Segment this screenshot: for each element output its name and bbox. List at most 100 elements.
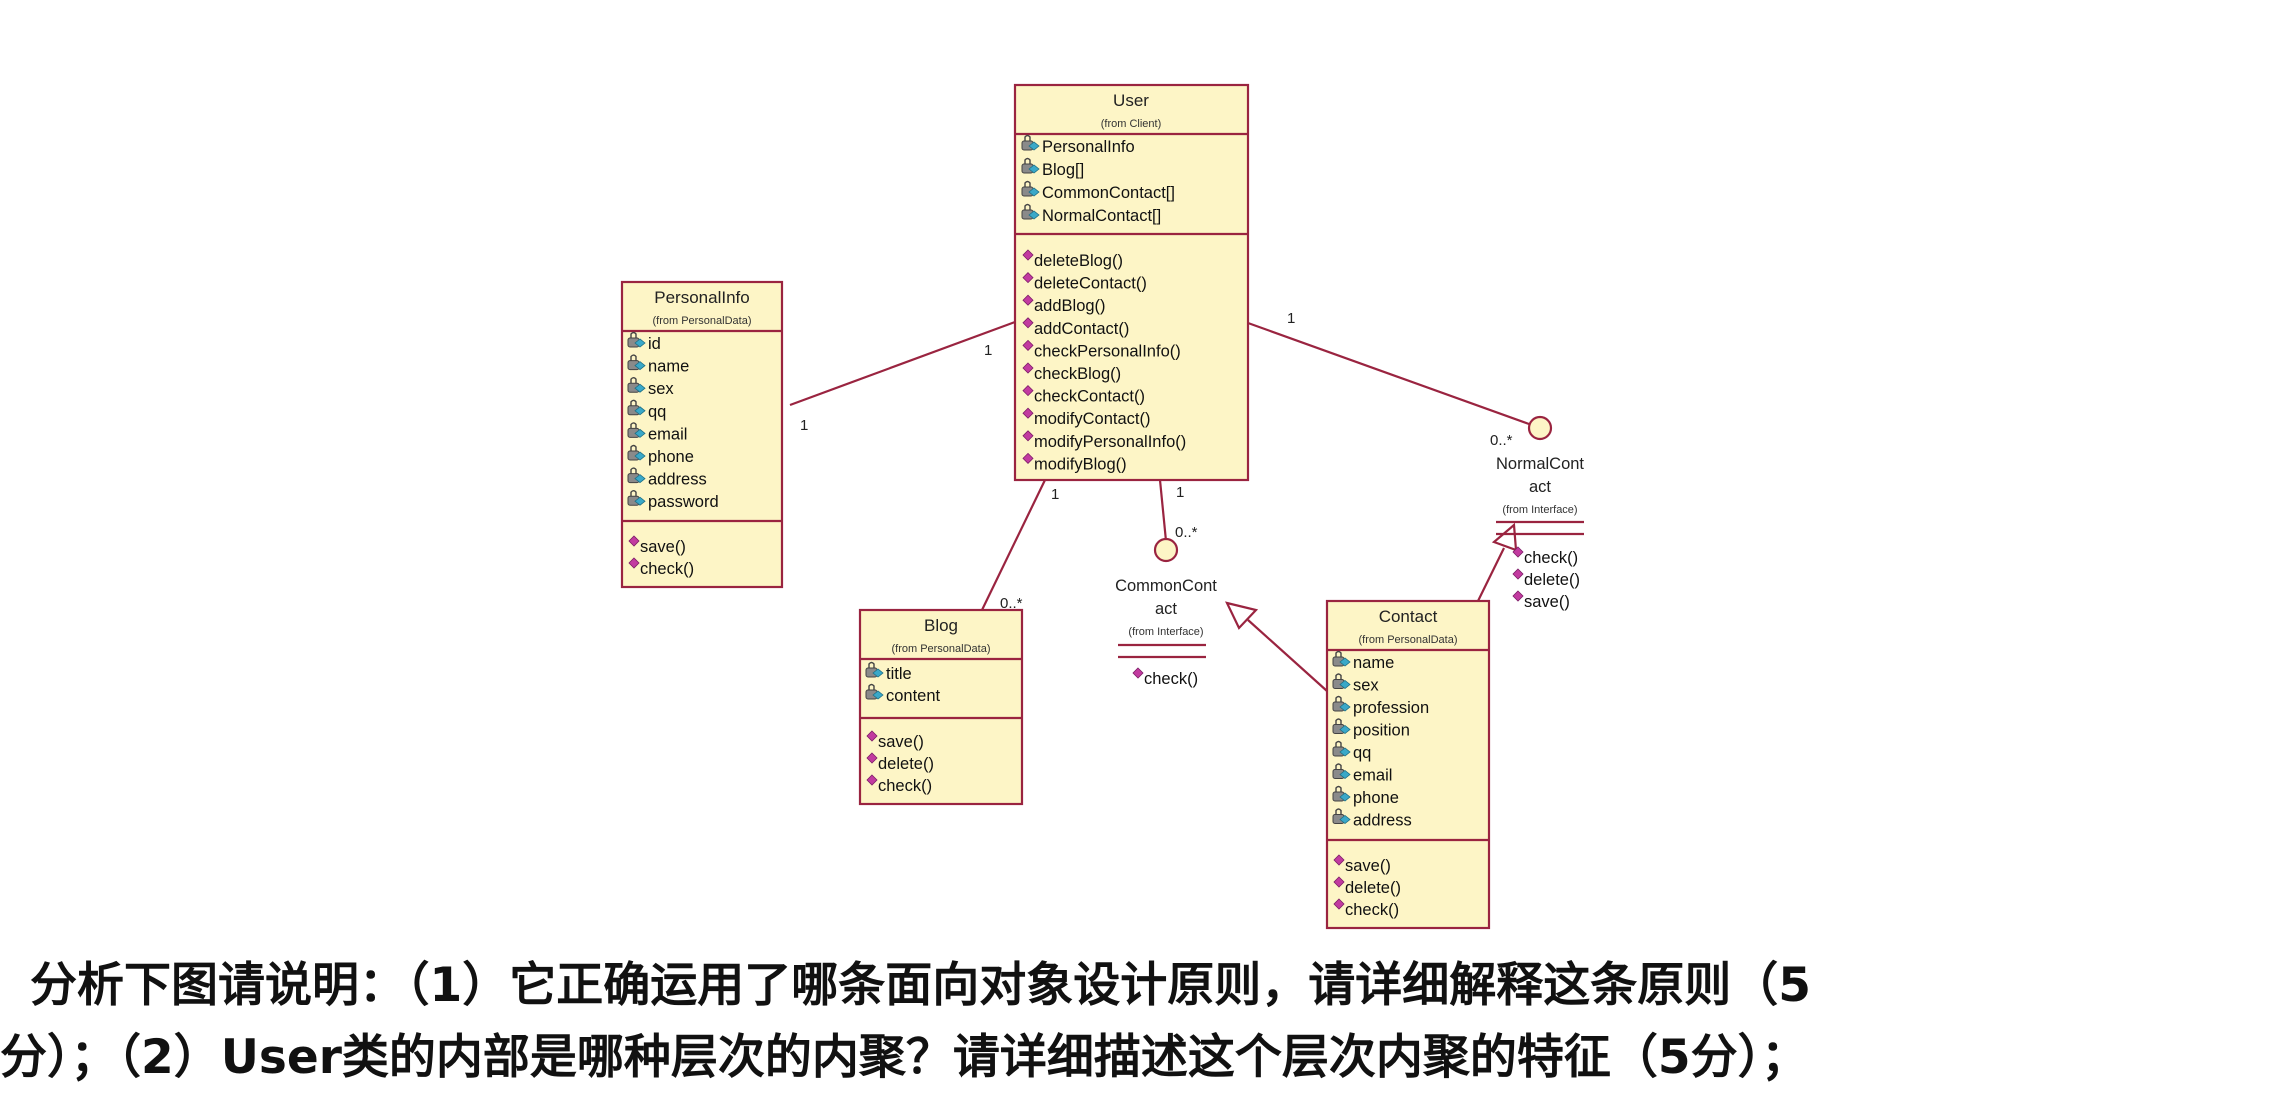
- question-line-1: 分析下图请说明：（1）它正确运用了哪条面向对象设计原则，请详细解释这条原则（5: [30, 958, 1811, 1013]
- class-user-attributes: PersonalInfoBlog[]CommonContact[]NormalC…: [1021, 134, 1175, 225]
- interface-normalcontact: NormalCont act (from Interface) check()d…: [1496, 415, 1584, 611]
- mult-user-normalcontact-user: 1: [1287, 310, 1295, 327]
- attribute-label: profession: [1353, 699, 1429, 717]
- class-contact-package: (from PersonalData): [1358, 634, 1457, 646]
- operation-icon: [1512, 568, 1524, 580]
- interface-commoncontact: CommonCont act (from Interface) check(): [1115, 537, 1217, 688]
- attribute-label: PersonalInfo: [1042, 138, 1135, 156]
- class-personalinfo-name: PersonalInfo: [654, 288, 749, 307]
- class-diagram: 1 1 1 0..* 1 0..* 1 0..* User (from Clie…: [620, 83, 1584, 930]
- mult-user-personalinfo-personalinfo: 1: [800, 417, 808, 434]
- question-text: 分析下图请说明：（1）它正确运用了哪条面向对象设计原则，请详细解释这条原则（5 …: [0, 950, 2271, 1094]
- mult-user-blog-user: 1: [1051, 486, 1059, 503]
- attribute-label: sex: [648, 380, 674, 398]
- mult-user-normalcontact-iface: 0..*: [1490, 432, 1513, 449]
- class-blog: Blog (from PersonalData) title content sa…: [858, 608, 1024, 806]
- mult-user-personalinfo-user: 1: [984, 342, 992, 359]
- attribute-label: password: [648, 493, 719, 511]
- attribute-label: qq: [648, 403, 666, 421]
- attribute-label: sex: [1353, 677, 1379, 695]
- class-personalinfo-operations: save() check(): [628, 535, 694, 578]
- operation-label: save(): [1345, 857, 1391, 875]
- mult-user-blog-blog: 0..*: [1000, 595, 1023, 612]
- mult-user-commoncontact-user: 1: [1176, 484, 1184, 501]
- operation-label: checkBlog(): [1034, 365, 1121, 383]
- attribute-label: Blog[]: [1042, 161, 1084, 179]
- operation-label: check(): [640, 560, 694, 578]
- operation-label: addBlog(): [1034, 297, 1106, 315]
- attribute-label: CommonContact[]: [1042, 184, 1175, 202]
- attribute-label: position: [1353, 722, 1410, 740]
- operation-label: check(): [878, 777, 932, 795]
- attribute-label: address: [648, 471, 707, 489]
- attribute-label: address: [1353, 812, 1412, 830]
- interface-commoncontact-name-line1: CommonCont: [1115, 577, 1217, 595]
- realize-contact-normalcontact: [1477, 547, 1505, 602]
- class-contact: Contact (from PersonalData) namesexprofe…: [1325, 599, 1491, 930]
- assoc-user-normalcontact: [1247, 321, 1530, 426]
- realize-arrowhead-commoncontact: [1225, 601, 1259, 630]
- class-personalinfo-package: (from PersonalData): [652, 315, 751, 327]
- class-contact-attributes: name sex profession position qq email phone add…: [1332, 650, 1429, 830]
- operation-icon: [1512, 590, 1524, 602]
- operation-label: save(): [640, 538, 686, 556]
- attribute-label: phone: [1353, 789, 1399, 807]
- interface-normalcontact-name-line1: NormalCont: [1496, 455, 1584, 473]
- class-user-name: User: [1113, 91, 1149, 110]
- interface-commoncontact-lollipop: [1153, 537, 1179, 563]
- operation-label: save(): [1524, 593, 1570, 611]
- assoc-user-blog: [981, 479, 1046, 611]
- interface-commoncontact-operations: check(): [1132, 667, 1198, 688]
- class-blog-attributes: title content: [865, 661, 941, 705]
- class-user-box: [1013, 83, 1250, 482]
- interface-commoncontact-package: (from Interface): [1128, 626, 1203, 638]
- operation-label: deleteBlog(): [1034, 252, 1123, 270]
- operation-label: check(): [1524, 549, 1578, 567]
- attribute-label: title: [886, 665, 912, 683]
- operation-icon: [1132, 667, 1144, 679]
- class-personalinfo-box: [620, 280, 784, 589]
- question-line-2: 分）；（2）User类的内部是哪种层次的内聚？请详细描述这个层次内聚的特征（5分…: [0, 1030, 1809, 1085]
- interface-normalcontact-lollipop: [1527, 415, 1553, 441]
- operation-label: check(): [1144, 670, 1198, 688]
- class-blog-operations: save() delete() check(): [866, 730, 934, 795]
- realize-arrowhead-normalcontact: [1491, 522, 1518, 552]
- class-contact-operations: save() delete() check(): [1333, 854, 1401, 919]
- attribute-label: name: [1353, 654, 1394, 672]
- class-user-package: (from Client): [1101, 118, 1162, 130]
- operation-label: delete(): [878, 755, 934, 773]
- class-blog-name: Blog: [924, 616, 958, 635]
- operation-label: checkContact(): [1034, 388, 1145, 406]
- operation-label: delete(): [1345, 879, 1401, 897]
- assoc-user-personalinfo: [789, 320, 1016, 407]
- mult-user-commoncontact-iface: 0..*: [1175, 524, 1198, 541]
- operation-label: modifyContact(): [1034, 410, 1150, 428]
- multiplicity-labels: 1 1 1 0..* 1 0..* 1 0..*: [800, 310, 1513, 612]
- attribute-label: qq: [1353, 744, 1371, 762]
- operation-label: modifyPersonalInfo(): [1034, 433, 1186, 451]
- assoc-user-commoncontact: [1158, 479, 1168, 542]
- interface-commoncontact-name-line2: act: [1155, 600, 1177, 618]
- operation-label: checkPersonalInfo(): [1034, 342, 1181, 360]
- attribute-label: phone: [648, 448, 694, 466]
- class-blog-box: [858, 608, 1024, 806]
- interface-normalcontact-package: (from Interface): [1502, 504, 1577, 516]
- realize-contact-commoncontact: [1247, 619, 1338, 701]
- class-user-operations: deleteBlog() deleteContact() addBlog() addC…: [1022, 249, 1186, 473]
- operation-label: modifyBlog(): [1034, 455, 1127, 473]
- attribute-label: email: [648, 425, 687, 443]
- class-contact-box: [1325, 599, 1491, 930]
- operation-label: addContact(): [1034, 320, 1129, 338]
- interface-normalcontact-operations: check() delete() save(): [1512, 546, 1580, 611]
- class-blog-package: (from PersonalData): [891, 643, 990, 655]
- operation-label: check(): [1345, 901, 1399, 919]
- operation-label: deleteContact(): [1034, 275, 1147, 293]
- class-personalinfo: PersonalInfo (from PersonalData) idnames…: [620, 280, 784, 589]
- operation-label: delete(): [1524, 571, 1580, 589]
- operation-label: save(): [878, 733, 924, 751]
- attribute-label: content: [886, 687, 941, 705]
- attribute-label: id: [648, 335, 661, 353]
- attribute-label: email: [1353, 767, 1392, 785]
